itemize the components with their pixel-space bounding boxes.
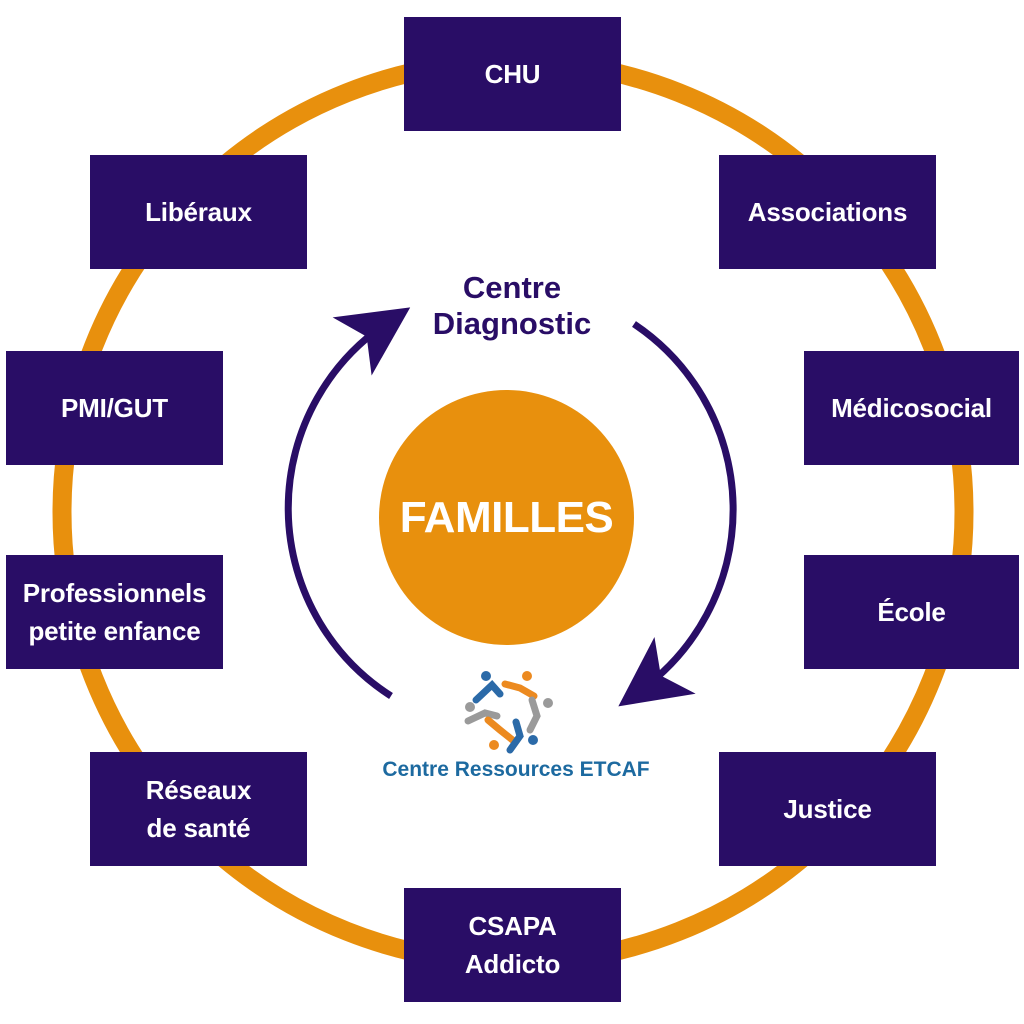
center-circle: FAMILLES bbox=[379, 390, 634, 645]
center-label: FAMILLES bbox=[399, 492, 614, 542]
arrow-right-down bbox=[618, 321, 737, 707]
box-professionnels-petite-enfance: Professionnels petite enfance bbox=[6, 555, 223, 669]
box-csapa-line1: CSAPA bbox=[468, 911, 557, 941]
box-ecole: École bbox=[804, 555, 1019, 669]
box-associations: Associations bbox=[719, 155, 936, 269]
box-liberaux: Libéraux bbox=[90, 155, 307, 269]
box-professionnels-line2: petite enfance bbox=[28, 616, 201, 646]
box-reseaux-sante: Réseaux de santé bbox=[90, 752, 307, 866]
box-pmi-line1: PMI/GUT bbox=[61, 393, 168, 423]
logo-figure-blue-bottom bbox=[506, 718, 538, 754]
box-medicosocial: Médicosocial bbox=[804, 351, 1019, 465]
logo-figure-gray-right bbox=[526, 696, 553, 734]
box-associations-line1: Associations bbox=[747, 197, 908, 227]
box-chu-line1: CHU bbox=[484, 59, 541, 89]
box-csapa: CSAPA Addicto bbox=[404, 888, 621, 1002]
box-professionnels-line1: Professionnels bbox=[22, 578, 207, 608]
box-reseaux-line1: Réseaux bbox=[145, 775, 252, 805]
diagnostic-line1: Centre bbox=[462, 270, 562, 305]
box-pmi-gut: PMI/GUT bbox=[6, 351, 223, 465]
box-reseaux-line2: de santé bbox=[146, 813, 251, 843]
logo-figure-gray-left bbox=[464, 702, 501, 725]
box-justice: Justice bbox=[719, 752, 936, 866]
arrow-left-up bbox=[284, 307, 411, 699]
box-csapa-line2: Addicto bbox=[464, 949, 561, 979]
diagnostic-line2: Diagnostic bbox=[432, 306, 592, 341]
etcaf-logo-icon bbox=[464, 671, 553, 754]
logo-figure-blue-top bbox=[472, 671, 504, 704]
box-justice-line1: Justice bbox=[783, 794, 872, 824]
logo-figure-orange-bottom bbox=[484, 716, 519, 750]
box-medicosocial-line1: Médicosocial bbox=[831, 393, 992, 423]
box-liberaux-line1: Libéraux bbox=[145, 197, 252, 227]
etcaf-logo-text: Centre Ressources ETCAF bbox=[382, 758, 650, 781]
diagnostic-label: Centre Diagnostic bbox=[412, 270, 612, 342]
box-ecole-line1: École bbox=[877, 597, 946, 627]
logo-figure-orange-top bbox=[501, 671, 538, 700]
box-chu: CHU bbox=[404, 17, 621, 131]
